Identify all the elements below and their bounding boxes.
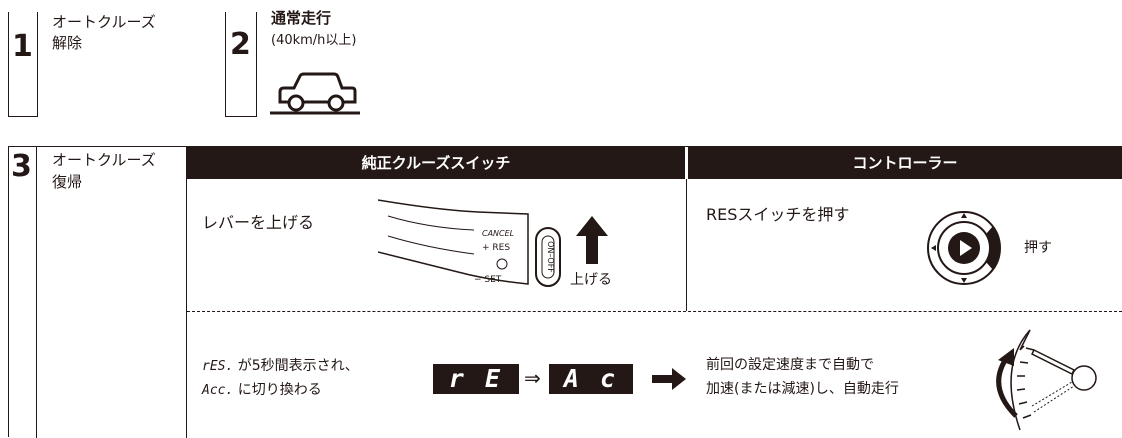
res-push-instruction: RESスイッチを押す (706, 205, 850, 224)
controller-dial-icon (927, 211, 1001, 285)
acc-code: Acc. (202, 383, 234, 398)
step-1-number: 1 (12, 29, 33, 64)
onoff-label: ON–OFF (546, 241, 555, 273)
speedometer-icon (996, 329, 1097, 431)
step-2-number: 2 (230, 27, 251, 62)
step-3-label-line1: オートクルーズ (52, 151, 156, 169)
step-1-label-line2: 解除 (52, 34, 83, 52)
lift-label: 上げる (570, 272, 612, 288)
acc-display-text: Acc. に切り換わる (202, 378, 322, 403)
column-divider (686, 179, 687, 311)
step-2-label: 通常走行 (271, 9, 332, 27)
lcd-acc: A c c. (549, 364, 633, 423)
result-desc-line2: 加速(または減速)し、自動走行 (706, 381, 899, 397)
result-line2: に切り換わる (237, 382, 322, 398)
set-label: − SET (474, 275, 502, 285)
step-1-bracket (8, 12, 9, 117)
cruise-lever-icon: ON–OFF CANCEL + RES − SET (378, 199, 561, 287)
step-1-label-line1: オートクルーズ (52, 13, 156, 31)
step-3-top-rule (8, 146, 1122, 147)
res-code: rES. (202, 359, 234, 374)
step-1-box (8, 12, 38, 117)
cancel-label: CANCEL (482, 229, 514, 238)
res-label: + RES (482, 243, 510, 253)
car-icon (270, 72, 360, 115)
lcd-res: r E S. (433, 364, 519, 423)
right-arrow-icon (652, 368, 686, 390)
res-display-text: rES. が5秒間表示され、 (202, 354, 359, 379)
lever-up-instruction: レバーを上げる (202, 213, 315, 232)
result-desc-line1: 前回の設定速度まで自動で (706, 357, 874, 373)
up-arrow-icon (576, 216, 608, 264)
header-controller: コントローラー (688, 147, 1122, 179)
result-line1: が5秒間表示され、 (237, 358, 359, 374)
header-genuine-switch: 純正クルーズスイッチ (187, 147, 685, 179)
step-2-box (225, 12, 257, 117)
dashed-separator (187, 311, 1122, 312)
step-3-num-divider (36, 146, 37, 438)
step-3-number: 3 (11, 149, 32, 184)
double-arrow: ⇒ (524, 366, 541, 390)
step-3-label-line2: 復帰 (52, 173, 83, 191)
step-3-label-divider (186, 146, 187, 438)
push-label: 押す (1024, 240, 1052, 256)
step-2-speed-note: (40km/h以上) (271, 33, 357, 48)
